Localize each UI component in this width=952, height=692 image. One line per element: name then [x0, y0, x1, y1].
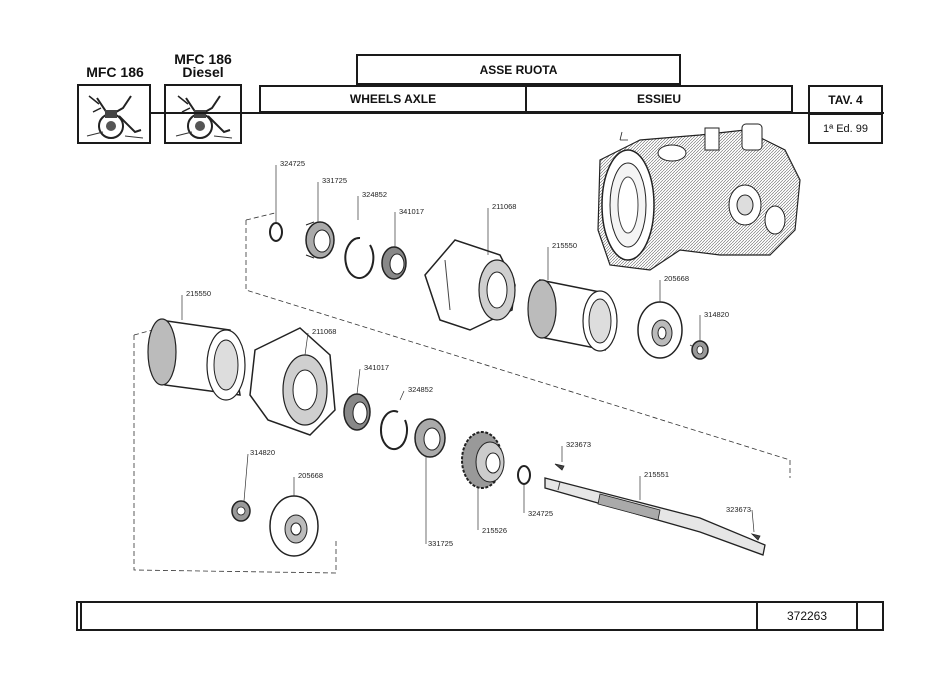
model-label-1: MFC 186 [78, 64, 152, 80]
part-label: 341017 [399, 207, 424, 216]
part-label: 215550 [552, 241, 577, 250]
part-label: 324725 [280, 159, 305, 168]
footer-left-tick [80, 603, 82, 629]
footer-bar [76, 601, 884, 631]
model-name: MFC 186 [86, 64, 144, 80]
doc-number: 372263 [786, 609, 828, 623]
part-seal-341017-lower [343, 393, 371, 431]
part-label: 205668 [298, 471, 323, 480]
part-nut-314820-lower [231, 500, 251, 522]
part-ring-324852-upper [344, 236, 375, 279]
part-label: 323673 [566, 440, 591, 449]
part-ring-324852-lower [379, 410, 408, 451]
part-label: 215551 [644, 470, 669, 479]
part-label: 324725 [528, 509, 553, 518]
title-italian: ASSE RUOTA [356, 54, 681, 85]
model-name: MFC 186 [174, 51, 232, 67]
part-label: 205668 [664, 274, 689, 283]
part-label: 215526 [482, 526, 507, 535]
part-hub-205668-upper [637, 301, 683, 359]
tractor-icon [86, 95, 144, 139]
part-housing-211068-lower [249, 327, 336, 436]
part-label: 314820 [250, 448, 275, 457]
part-hub-205668-lower [269, 495, 319, 557]
part-label: 211068 [312, 327, 336, 336]
edition-text: 1ª Ed. 99 [822, 122, 869, 135]
part-seal-341017-upper [381, 246, 407, 280]
part-key-323673-a [554, 463, 565, 471]
gearbox-housing [597, 123, 801, 271]
part-label: 323673 [726, 505, 751, 514]
model-thumbnail-1 [77, 84, 151, 144]
doc-number-box: 372263 [756, 601, 858, 631]
part-label: 324852 [362, 190, 387, 199]
part-circlip-324725-upper [269, 222, 283, 242]
part-shaft-215551 [544, 477, 766, 556]
part-label: 211068 [492, 202, 516, 211]
part-sleeve-215550-lower [147, 318, 246, 401]
title-it-text: ASSE RUOTA [479, 62, 558, 77]
part-bearing-331725-upper [305, 221, 335, 259]
part-housing-211068-upper [424, 239, 516, 331]
model-variant: Diesel [182, 64, 224, 80]
part-label: 215550 [186, 289, 211, 298]
part-bearing-331725-lower [414, 418, 446, 458]
model-label-2: MFC 186 Diesel [164, 51, 242, 80]
part-label: 324852 [408, 385, 433, 394]
part-label: 331725 [428, 539, 453, 548]
part-gear-215526 [461, 431, 505, 489]
part-labels: 324725 331725 324852 341017 211068 21555… [186, 159, 751, 548]
part-sleeve-215550-upper [527, 279, 618, 352]
part-nut-314820-upper [691, 340, 709, 360]
title-fr-text: ESSIEU [636, 92, 681, 106]
title-en-text: WHEELS AXLE [349, 92, 437, 106]
header-rule [150, 112, 884, 114]
leader-lines [181, 165, 755, 544]
part-circlip-324725-lower [517, 465, 531, 485]
part-label: 341017 [364, 363, 389, 372]
edition-box: 1ª Ed. 99 [808, 113, 883, 144]
part-label: 314820 [704, 310, 729, 319]
part-key-323673-b [750, 533, 761, 541]
table-number-text: TAV. 4 [828, 93, 863, 107]
part-label: 331725 [322, 176, 347, 185]
model-thumbnail-2 [164, 84, 242, 144]
